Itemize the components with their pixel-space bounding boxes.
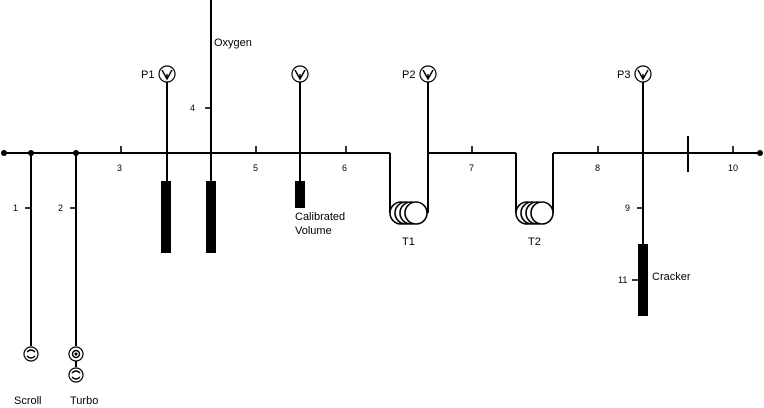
valve-1-label: 1: [13, 203, 18, 213]
cracker-block: [638, 244, 648, 316]
valve-8-label: 8: [595, 163, 600, 173]
valve-6-label: 6: [342, 163, 347, 173]
oxygen-volume-block: [206, 181, 216, 253]
pressure-gauge-icon: [634, 65, 652, 83]
cold-trap-coil-icon: [515, 153, 554, 225]
turbo-pump-icon: [68, 346, 84, 383]
valve-4-label: 4: [190, 103, 195, 113]
p1-volume-block: [161, 181, 171, 253]
calibrated-label-line1: Calibrated: [295, 211, 345, 223]
pressure-gauge-icon: [291, 65, 309, 83]
calibrated-volume-block: [295, 181, 305, 208]
turbo-label: Turbo: [70, 395, 98, 407]
valve-7-label: 7: [469, 163, 474, 173]
valve-3-label: 3: [117, 163, 122, 173]
p2-label: P2: [402, 69, 415, 81]
scroll-pump-icon: [23, 346, 39, 362]
valve-2-label: 2: [58, 203, 63, 213]
valve-5-label: 5: [253, 163, 258, 173]
manifold-end-right: [757, 150, 763, 156]
t1-label: T1: [402, 236, 415, 248]
t2-label: T2: [528, 236, 541, 248]
scroll-label: Scroll: [14, 395, 42, 407]
pressure-gauge-icon: [419, 65, 437, 83]
cracker-label: Cracker: [652, 271, 691, 283]
valve-9-label: 9: [625, 203, 630, 213]
calibrated-label-line2: Volume: [295, 225, 332, 237]
oxygen-label: Oxygen: [214, 37, 252, 49]
p1-label: P1: [141, 69, 154, 81]
valve-10-label: 10: [728, 163, 738, 173]
manifold-end-left: [1, 150, 7, 156]
p3-label: P3: [617, 69, 630, 81]
pressure-gauge-icon: [158, 65, 176, 83]
valve-11-label: 11: [618, 275, 627, 285]
cold-trap-coil-icon: [389, 82, 429, 225]
